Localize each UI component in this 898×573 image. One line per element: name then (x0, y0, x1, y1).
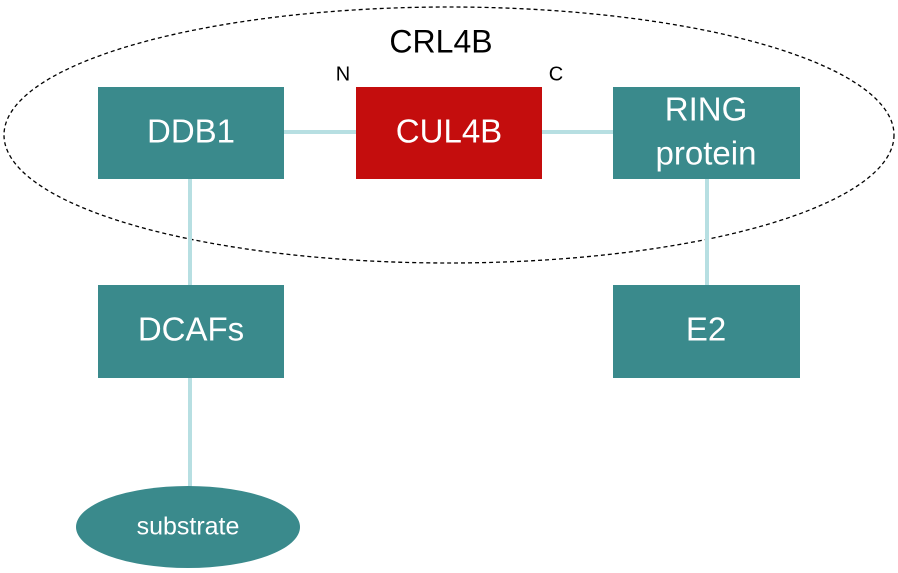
substrate-ellipse: substrate (76, 486, 300, 568)
ddb1-box: DDB1 (98, 87, 284, 179)
dcafs-label: DCAFs (138, 311, 244, 348)
ring-label-line1: RING (665, 91, 748, 128)
ddb1-label: DDB1 (147, 113, 235, 150)
complex-title: CRL4B (389, 23, 492, 59)
c-terminus-label: C (549, 63, 563, 85)
e2-label: E2 (686, 311, 726, 348)
cul4b-box: CUL4B (356, 87, 542, 179)
n-terminus-label: N (336, 63, 350, 85)
cul4b-label: CUL4B (396, 113, 502, 150)
ring-label-line2: protein (656, 135, 757, 172)
ring-protein-box: RING protein (613, 87, 800, 179)
crl4b-complex-outline (3, 6, 895, 264)
substrate-label: substrate (137, 513, 240, 541)
connectors (188, 130, 709, 490)
dcafs-box: DCAFs (98, 285, 284, 378)
e2-box: E2 (613, 285, 800, 378)
